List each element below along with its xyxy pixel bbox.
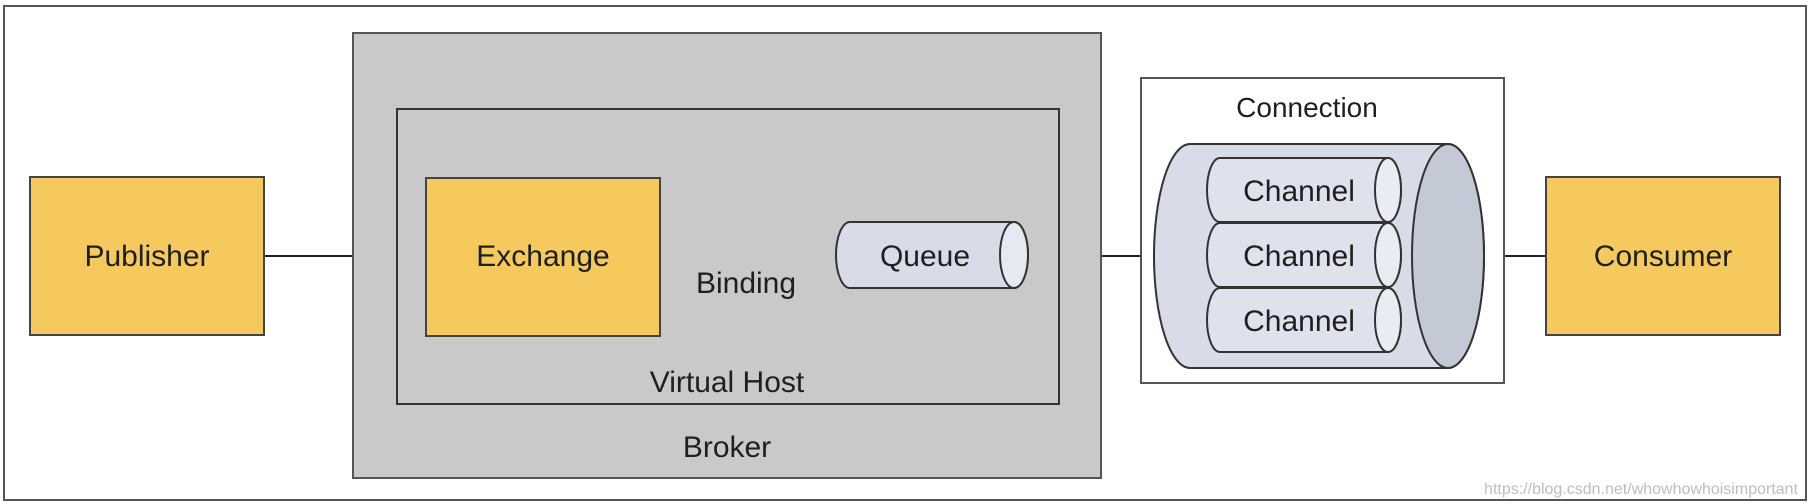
consumer-label: Consumer — [1594, 240, 1732, 273]
watermark-text: https://blog.csdn.net/whowhowhoisimporta… — [1484, 481, 1799, 498]
publisher-label: Publisher — [84, 240, 209, 273]
queue-node: Queue — [835, 221, 1029, 289]
channel-item: Channel — [1206, 287, 1402, 353]
channel-label: Channel — [1243, 240, 1355, 273]
channel-label: Channel — [1243, 175, 1355, 208]
broker-label: Broker — [683, 431, 771, 464]
queue-label: Queue — [880, 240, 970, 273]
channel-item: Channel — [1206, 222, 1402, 288]
virtual-host-label: Virtual Host — [650, 366, 805, 399]
connection-label: Connection — [1236, 92, 1378, 123]
virtual-host-box: Virtual Host — [396, 108, 1060, 405]
consumer-node: Consumer — [1545, 176, 1781, 336]
publisher-node: Publisher — [29, 176, 265, 336]
exchange-node: Exchange — [425, 177, 661, 337]
binding-label: Binding — [696, 267, 796, 300]
exchange-label: Exchange — [476, 240, 609, 273]
channel-label: Channel — [1243, 305, 1355, 338]
channel-item: Channel — [1206, 157, 1402, 223]
